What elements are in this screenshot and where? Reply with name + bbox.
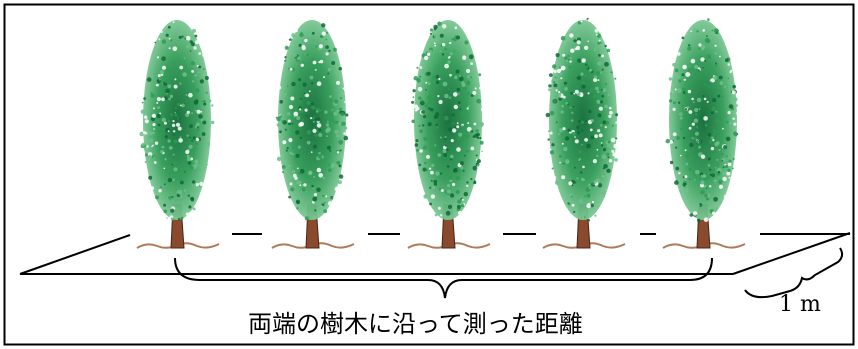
tree-icon: [271, 20, 355, 249]
tree-icon: [407, 20, 491, 249]
tree-icon: [542, 17, 626, 249]
tree-icon: [136, 20, 220, 249]
diagram-frame: [3, 3, 855, 346]
ground-left-edge: [19, 234, 131, 275]
distance-brace: [174, 257, 713, 299]
width-label: 1 m: [779, 292, 821, 317]
distance-label: 両端の樹木に沿って測った距離: [248, 310, 583, 338]
width-brace: [744, 247, 844, 299]
tree-icon: [662, 18, 746, 249]
ground-right-edge: [732, 232, 851, 275]
tree-row: [136, 17, 746, 249]
ground-strip: [19, 232, 851, 275]
